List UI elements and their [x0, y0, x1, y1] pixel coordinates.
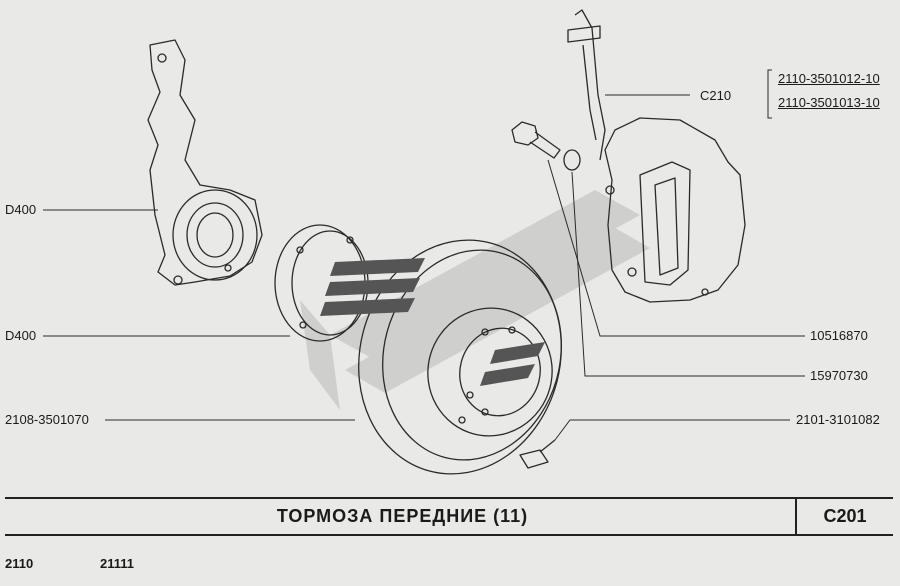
- brake-hose: [567, 9, 606, 161]
- title-bar: ТОРМОЗА ПЕРЕДНИЕ (11) C201: [5, 497, 893, 536]
- footer-model-a: 2110: [5, 556, 34, 571]
- title-divider: [795, 499, 797, 534]
- brake-disc: [358, 239, 562, 475]
- label-disc: 2108-3501070: [5, 412, 89, 427]
- guide-pin: [519, 439, 556, 469]
- label-c210: C210: [700, 88, 732, 103]
- steering-knuckle: [147, 39, 263, 286]
- hub-highlight: [320, 258, 545, 386]
- section-code: C201: [823, 506, 867, 526]
- brake-caliper: [604, 117, 746, 303]
- page-title: ТОРМОЗА ПЕРЕДНИЕ (11): [276, 506, 529, 526]
- washer: [563, 149, 581, 171]
- watermark-logo: [300, 190, 650, 410]
- bolt: [511, 121, 561, 159]
- label-washer: 15970730: [810, 368, 868, 383]
- footer-model-b: 21111: [100, 556, 134, 571]
- label-d400-knuckle: D400: [5, 202, 37, 217]
- label-caliper-right: 2110-3501013-10: [778, 95, 880, 110]
- label-d400-hub: D400: [5, 328, 37, 343]
- label-pin: 2101-3101082: [796, 412, 880, 427]
- label-caliper-left: 2110-3501012-10: [778, 71, 880, 86]
- label-bolt: 10516870: [810, 328, 868, 343]
- leader-lines: [43, 69, 805, 441]
